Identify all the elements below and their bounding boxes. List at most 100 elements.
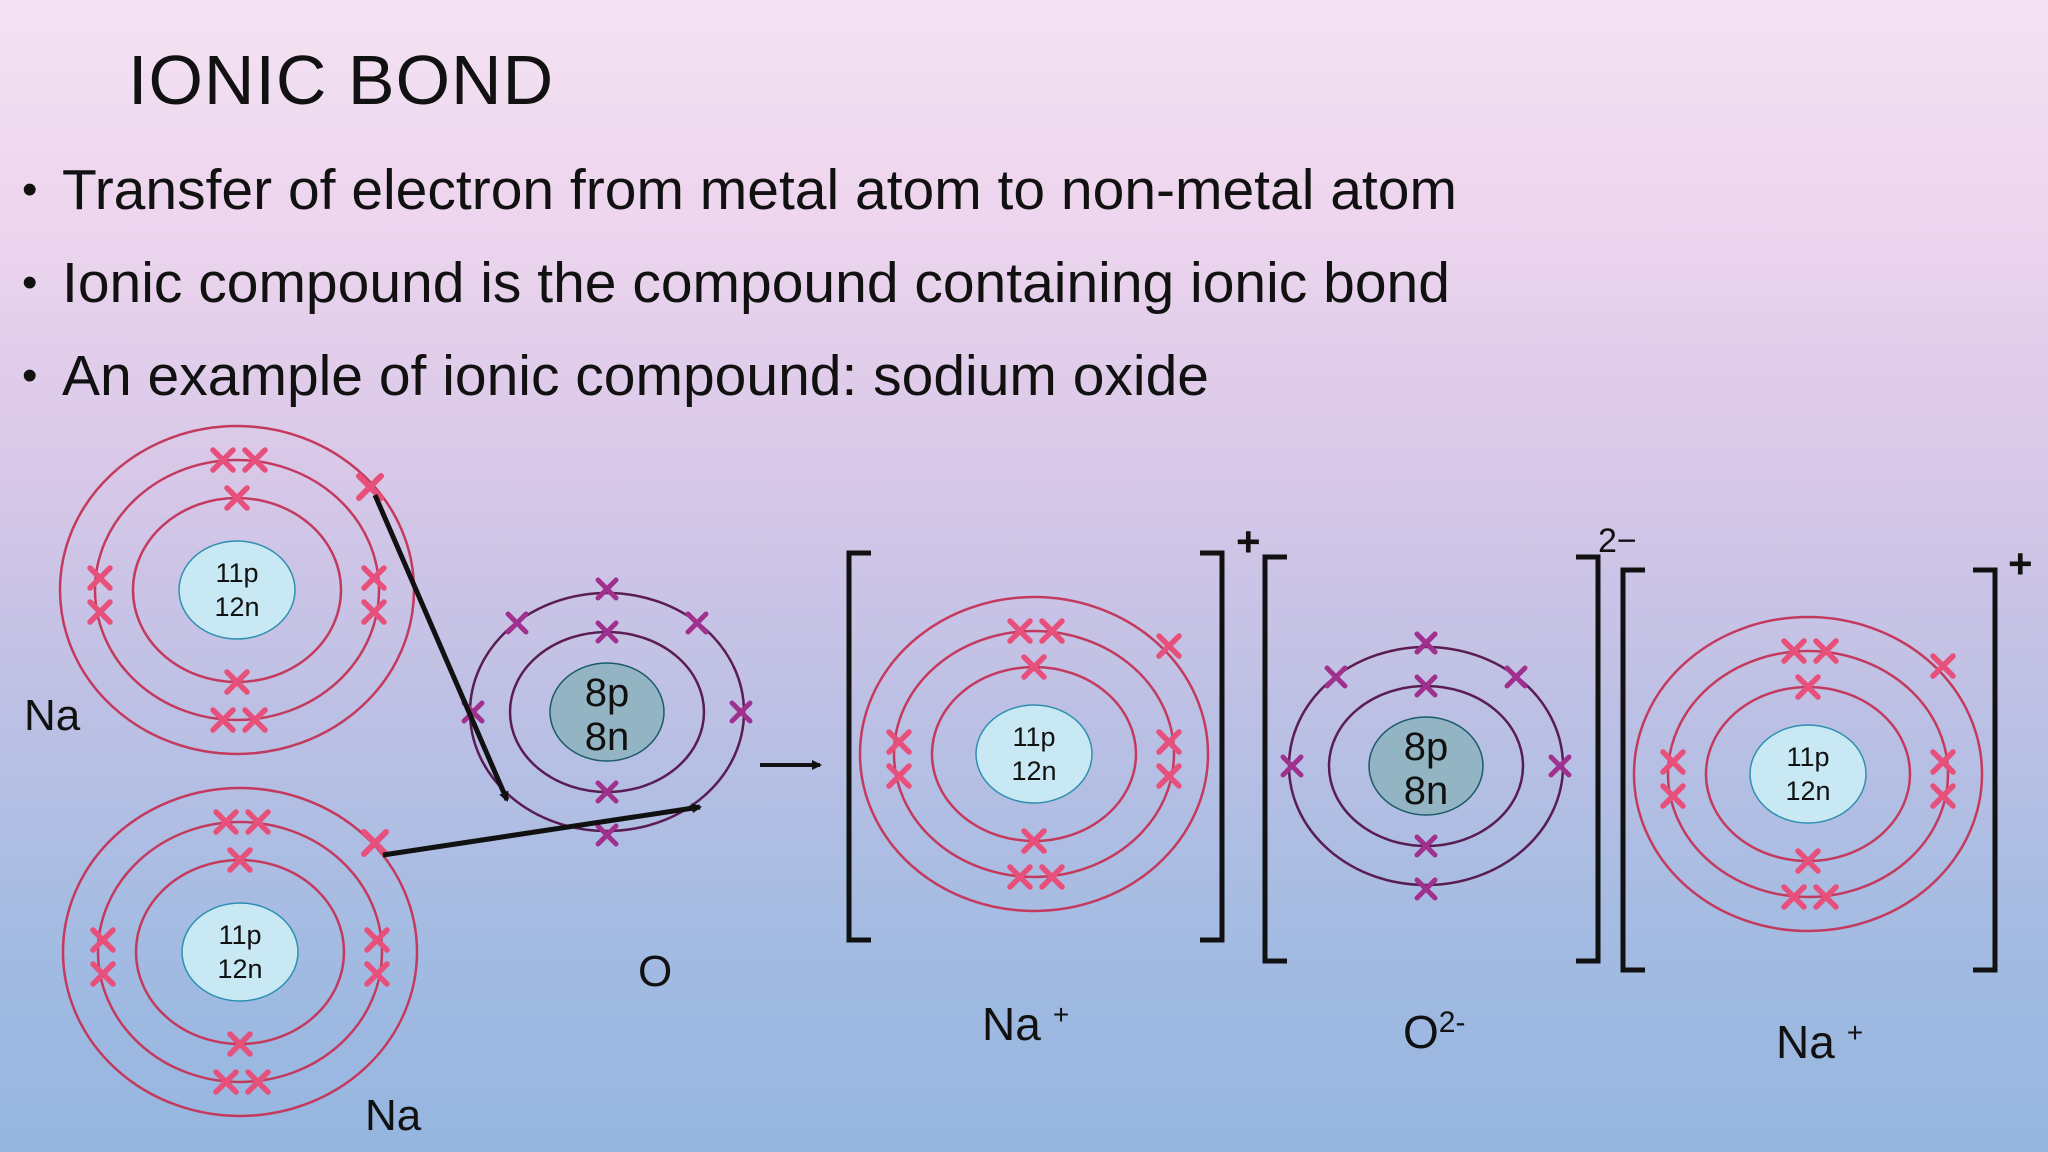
electron-icon — [1930, 653, 1956, 679]
electron-icon — [1660, 749, 1686, 775]
electron-icon — [1039, 864, 1065, 890]
nucleus — [549, 662, 665, 762]
nucleus-label: 12n — [217, 954, 262, 984]
bullet-text: Transfer of electron from metal atom to … — [62, 158, 1457, 222]
transfer-arrow-icon — [382, 803, 702, 858]
electron-icon — [1813, 884, 1839, 910]
nucleus-label: 11p — [1012, 722, 1055, 752]
electron-shell — [1666, 649, 1950, 899]
electron-icon — [1548, 754, 1572, 778]
na-left-ion-left-bracket — [846, 550, 871, 943]
nucleus-label: 11p — [215, 558, 258, 588]
electron-icon — [213, 809, 239, 835]
electron-icon — [595, 780, 619, 804]
na-right-ion-left-bracket — [1620, 567, 1645, 973]
electron-shell — [892, 629, 1176, 879]
electron-icon — [1156, 633, 1182, 659]
ion-symbol: Na — [982, 998, 1041, 1050]
ion-symbol: O — [1403, 1006, 1439, 1058]
electron-icon — [1414, 674, 1438, 698]
nucleus-label: 8n — [1404, 769, 1449, 813]
charge-mark-na-left: + — [1236, 518, 1261, 565]
nucleus — [1368, 716, 1484, 816]
nucleus-label: 8p — [1404, 725, 1449, 769]
electron-icon — [1039, 618, 1065, 644]
bullet-dot-icon: • — [22, 351, 38, 400]
electron-icon — [1007, 618, 1033, 644]
electron-icon — [87, 599, 113, 625]
nucleus-label: 12n — [214, 592, 259, 622]
electron-icon — [1414, 877, 1438, 901]
nucleus — [181, 902, 299, 1002]
electron-icon — [360, 828, 390, 858]
electron-icon — [245, 809, 271, 835]
electron-icon — [595, 620, 619, 644]
bullet-text: An example of ionic compound: sodium oxi… — [62, 344, 1209, 408]
transfer-arrow-icon — [372, 494, 510, 802]
electron-icon — [90, 927, 116, 953]
electron-icon — [1781, 638, 1807, 664]
ion-superscript: 2- — [1439, 1006, 1466, 1039]
electron-icon — [364, 927, 390, 953]
electron-icon — [224, 669, 250, 695]
electron-icon — [245, 1069, 271, 1095]
ion-superscript: + — [1847, 1017, 1863, 1048]
electron-icon — [505, 611, 529, 635]
electron-shell — [1632, 615, 1984, 933]
electron-icon — [1021, 654, 1047, 680]
electron-icon — [595, 823, 619, 847]
electron-icon — [242, 707, 268, 733]
electron-icon — [1930, 749, 1956, 775]
electron-icon — [210, 707, 236, 733]
electron-icon — [595, 577, 619, 601]
oxide-ion-right-bracket — [1576, 554, 1601, 964]
bullet-dot-icon: • — [22, 165, 38, 214]
ion-superscript: + — [1053, 999, 1069, 1030]
electron-icon — [364, 961, 390, 987]
ion-label-na-right: Na+ — [1776, 1016, 1863, 1068]
electron-icon — [729, 700, 753, 724]
electron-icon — [1007, 864, 1033, 890]
electron-icon — [886, 763, 912, 789]
electron-icon — [685, 611, 709, 635]
electron-icon — [1781, 884, 1807, 910]
na-left-ion-right-bracket — [1200, 550, 1225, 943]
electron-icon — [90, 961, 116, 987]
nucleus-label: 12n — [1011, 756, 1056, 786]
electron-icon — [361, 599, 387, 625]
electron-icon — [355, 472, 385, 502]
electron-icon — [213, 1069, 239, 1095]
atom-label-na-top: Na — [24, 691, 81, 740]
electron-icon — [1414, 631, 1438, 655]
nucleus — [975, 704, 1093, 804]
electron-icon — [1930, 783, 1956, 809]
ion-label-na-left: Na + — [982, 998, 1069, 1050]
electron-shell — [93, 458, 381, 722]
electron-icon — [1324, 665, 1348, 689]
electron-icon — [1414, 834, 1438, 858]
bullet-item: • Transfer of electron from metal atom to… — [22, 150, 1457, 243]
electron-icon — [1156, 763, 1182, 789]
bullet-dot-icon: • — [22, 258, 38, 307]
electron-icon — [227, 847, 253, 873]
bullet-list: • Transfer of electron from metal atom to… — [22, 150, 1457, 429]
electron-icon — [1504, 665, 1528, 689]
nucleus-label: 8n — [585, 715, 630, 759]
nucleus-label: 12n — [1785, 776, 1830, 806]
oxide-ion-left-bracket — [1262, 554, 1287, 964]
atom-label-na-bottom: Na — [365, 1091, 422, 1140]
electron-shell — [96, 820, 384, 1084]
bullet-item: • An example of ionic compound: sodium ox… — [22, 336, 1457, 429]
bullet-item: •Ionic compound is the compound containi… — [22, 243, 1457, 336]
electron-icon — [1813, 638, 1839, 664]
electron-icon — [1156, 729, 1182, 755]
electron-shell — [61, 786, 419, 1118]
electron-icon — [1280, 754, 1304, 778]
nucleus-label: 11p — [1786, 742, 1829, 772]
electron-icon — [361, 565, 387, 591]
